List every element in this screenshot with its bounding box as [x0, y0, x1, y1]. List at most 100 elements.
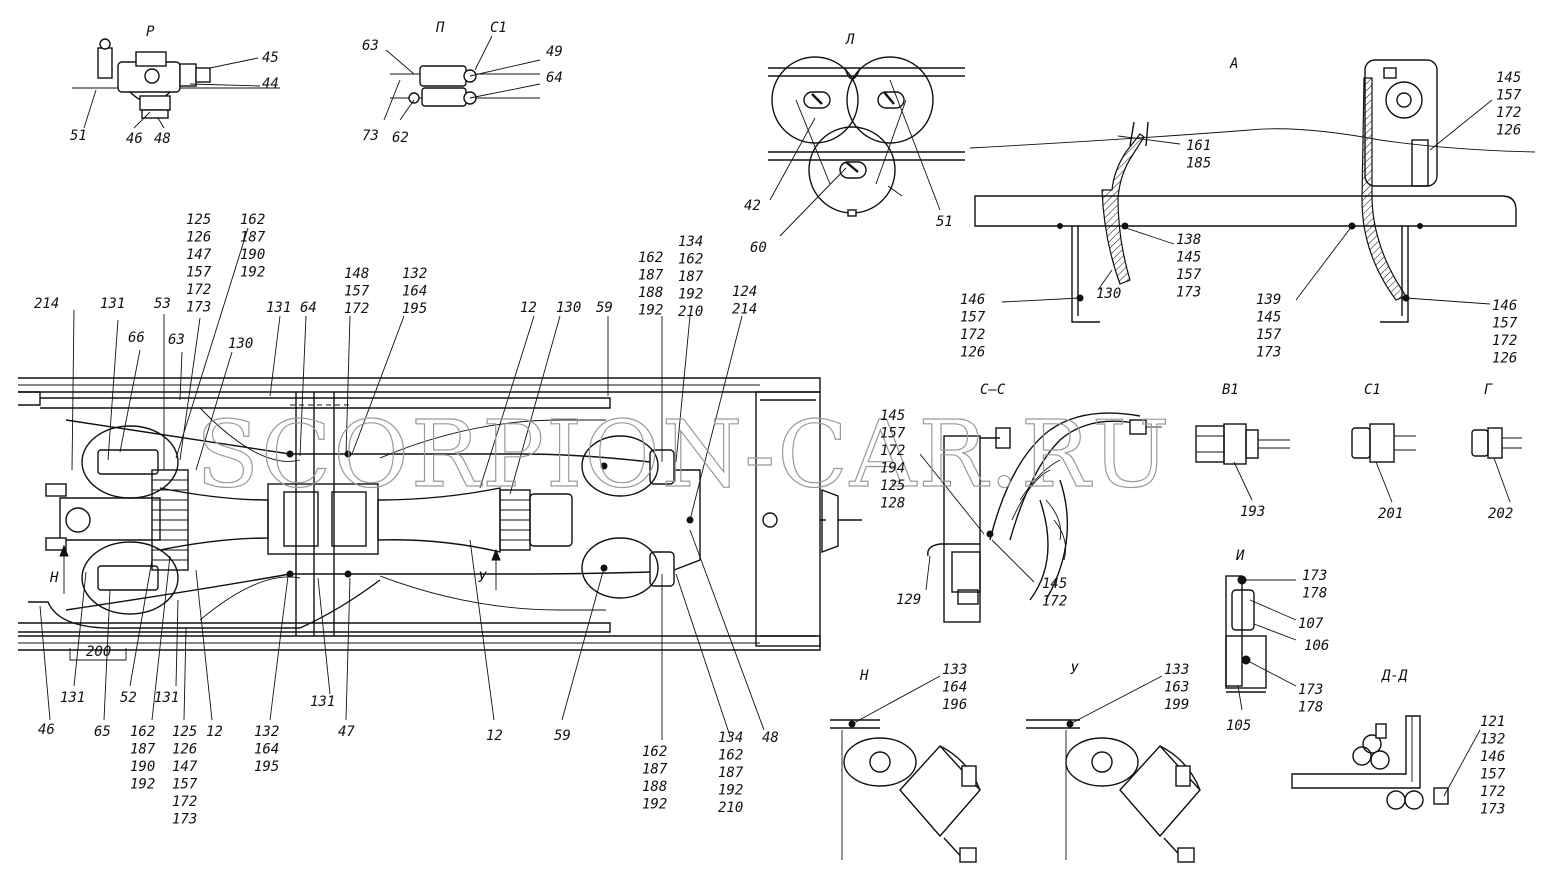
callout-73: 73 — [362, 128, 379, 144]
callout-46: 46 — [126, 131, 143, 147]
view-title-p: П — [435, 20, 445, 36]
callout-line: 146 — [1492, 298, 1517, 314]
callout-line: 63 — [362, 38, 379, 54]
callout-line: 173 — [1256, 345, 1281, 361]
callout-62: 62 — [392, 130, 409, 146]
callout-line: 145 — [1042, 576, 1067, 592]
callout-line: 172 — [344, 301, 369, 317]
callout-line: 172 — [880, 443, 905, 459]
callout-line: 59 — [554, 728, 571, 744]
view-dd-clamp — [1291, 715, 1449, 810]
callout-line: 192 — [130, 777, 155, 793]
callout-line: 162 — [718, 748, 743, 764]
watermark-text: SCORPION-CAR.RU — [196, 401, 1172, 508]
callout-line: 134 — [678, 234, 703, 250]
callout-line: 128 — [880, 496, 905, 512]
callout-line: 46 — [38, 722, 55, 738]
callout-12-c: 12 — [486, 728, 503, 744]
view-title-n: Н — [859, 668, 869, 684]
callout-64-b: 64 — [300, 300, 317, 316]
view-p-valve — [383, 35, 541, 121]
callout-line: 172 — [1492, 333, 1517, 349]
callout-line: 201 — [1378, 506, 1403, 522]
callout-106: 106 — [1304, 638, 1329, 654]
callout-64: 64 — [546, 70, 563, 86]
callout-44: 44 — [262, 76, 279, 92]
callout-line: 199 — [1164, 697, 1189, 713]
view-r-valve — [72, 38, 280, 129]
callout-52: 52 — [120, 690, 137, 706]
callout-line: 157 — [344, 284, 370, 300]
callout-line: 173 — [1480, 802, 1505, 818]
callout-line: 202 — [1488, 506, 1513, 522]
callout-line: 130 — [556, 300, 581, 316]
view-n-slack-adjuster — [830, 719, 981, 863]
callout-line: 64 — [300, 300, 317, 316]
callout-214: 214 — [34, 296, 59, 312]
callout-line: 146 — [960, 292, 985, 308]
callout-line: 192 — [718, 783, 743, 799]
callout-line: 126 — [1492, 351, 1517, 367]
callout-line: 131 — [310, 694, 335, 710]
callout-line: 106 — [1304, 638, 1329, 654]
callout-line: 210 — [718, 800, 743, 816]
callout-line: 48 — [154, 131, 171, 147]
view-l-receivers — [768, 56, 965, 237]
callout-line: 195 — [254, 759, 279, 775]
callout-202: 202 — [1488, 506, 1513, 522]
callout-line: 188 — [638, 285, 663, 301]
callout-66: 66 — [128, 330, 145, 346]
view-title-b1: В1 — [1222, 382, 1239, 398]
callout-line: 192 — [642, 797, 667, 813]
arrow-label-u: У — [478, 570, 487, 586]
callout-line: 187 — [130, 742, 156, 758]
callout-line: 190 — [240, 247, 265, 263]
view-title-u: У — [1070, 662, 1079, 678]
view-title-cc: С–С — [980, 382, 1006, 398]
callout-line: 187 — [638, 268, 664, 284]
callout-line: 131 — [266, 300, 291, 316]
callout-line: 131 — [100, 296, 125, 312]
callout-line: 196 — [942, 697, 967, 713]
callout-42: 42 — [744, 198, 761, 214]
callout-line: 124 — [732, 284, 757, 300]
callout-labels: 45 44 51 46 48 63 49 64 73 62 42 60 51 1… — [34, 38, 1522, 828]
callout-line: 47 — [338, 724, 355, 740]
callout-line: 132 — [1480, 732, 1505, 748]
callout-line: 46 — [126, 131, 143, 147]
callout-line: 157 — [1492, 316, 1518, 332]
callout-line: 190 — [130, 759, 155, 775]
callout-line: 214 — [732, 302, 757, 318]
view-title-a: А — [1229, 56, 1238, 72]
callout-line: 65 — [94, 724, 111, 740]
callout-line: 157 — [1496, 88, 1522, 104]
callout-131-b: 131 — [266, 300, 291, 316]
callout-130-b: 130 — [228, 336, 253, 352]
callout-line: 172 — [1496, 105, 1521, 121]
callout-line: 178 — [1302, 586, 1327, 602]
view-a-crossmember — [969, 59, 1536, 323]
callout-line: 148 — [344, 266, 369, 282]
callout-59-a: 59 — [596, 300, 613, 316]
callout-51: 51 — [70, 128, 87, 144]
callout-line: 157 — [1176, 267, 1202, 283]
callout-47: 47 — [338, 724, 355, 740]
callout-line: 210 — [678, 304, 703, 320]
fittings-details — [1195, 423, 1522, 465]
callout-line: 42 — [744, 198, 761, 214]
callout-46-b: 46 — [38, 722, 55, 738]
callout-line: 52 — [120, 690, 137, 706]
view-u-slack-adjuster — [1026, 719, 1201, 863]
callout-line: 107 — [1298, 616, 1324, 632]
callout-line: 131 — [60, 690, 85, 706]
callout-131-d: 131 — [154, 690, 179, 706]
